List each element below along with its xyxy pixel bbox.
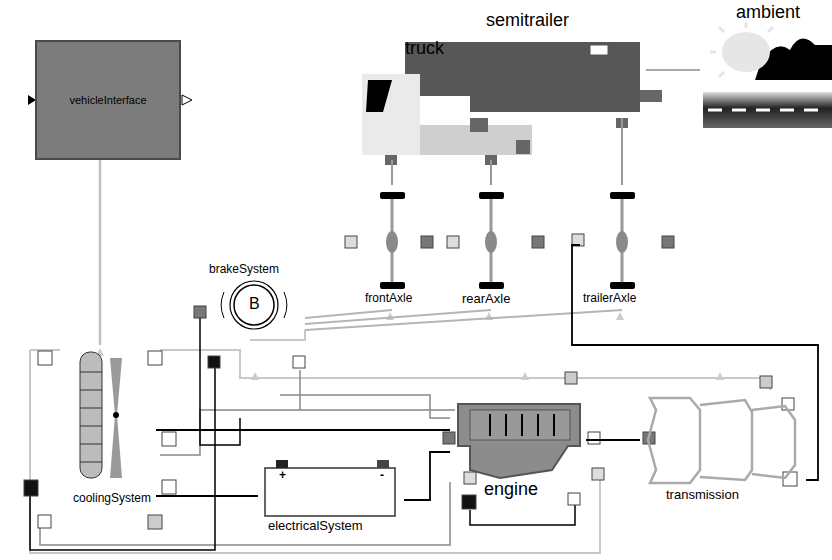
trailer-axle: trailerAxle (580, 185, 668, 310)
truck-model: truck (360, 38, 472, 160)
ambient-model: ambient (700, 2, 828, 130)
node-label: engine (484, 479, 538, 500)
node-label: ambient (736, 2, 800, 23)
connector-line (156, 429, 450, 431)
cooling-system: coolingSystem (70, 345, 156, 510)
semitrailer-model: semitrailer (474, 10, 646, 118)
terminal-label: B (249, 295, 260, 313)
node-label: vehicleInterface (69, 94, 146, 107)
connector-line (621, 118, 623, 185)
connector-line (156, 495, 258, 497)
connector-line (646, 69, 700, 71)
transmission-model: transmission (640, 390, 806, 510)
node-label: truck (405, 38, 444, 59)
electrical-system: electricalSystem + - (258, 460, 404, 538)
connector-line (99, 160, 102, 345)
connector-line (305, 310, 491, 324)
node-label: coolingSystem (73, 492, 151, 506)
terminal-label: - (380, 469, 384, 483)
node-label: semitrailer (486, 10, 569, 31)
node-label: trailerAxle (583, 292, 636, 306)
connector-line (586, 439, 640, 441)
node-label: frontAxle (365, 292, 412, 306)
connector-line (404, 452, 450, 500)
front-axle: frontAxle (362, 185, 426, 310)
brake-system: brakeSystemB (205, 262, 305, 338)
node-label: electricalSystem (268, 519, 363, 534)
connector-line (572, 245, 818, 480)
node-label: brakeSystem (209, 263, 279, 277)
engine-model: engine (450, 400, 586, 505)
terminal-label: + (279, 469, 286, 483)
rear-axle: rearAxle (459, 185, 523, 310)
connector-line (391, 160, 393, 185)
connector-line (490, 160, 492, 185)
node-label: rearAxle (462, 292, 510, 307)
connector-line (305, 310, 392, 318)
node-label: transmission (666, 488, 739, 503)
connector-line (305, 310, 622, 330)
interface-block: vehicleInterface (35, 40, 181, 160)
